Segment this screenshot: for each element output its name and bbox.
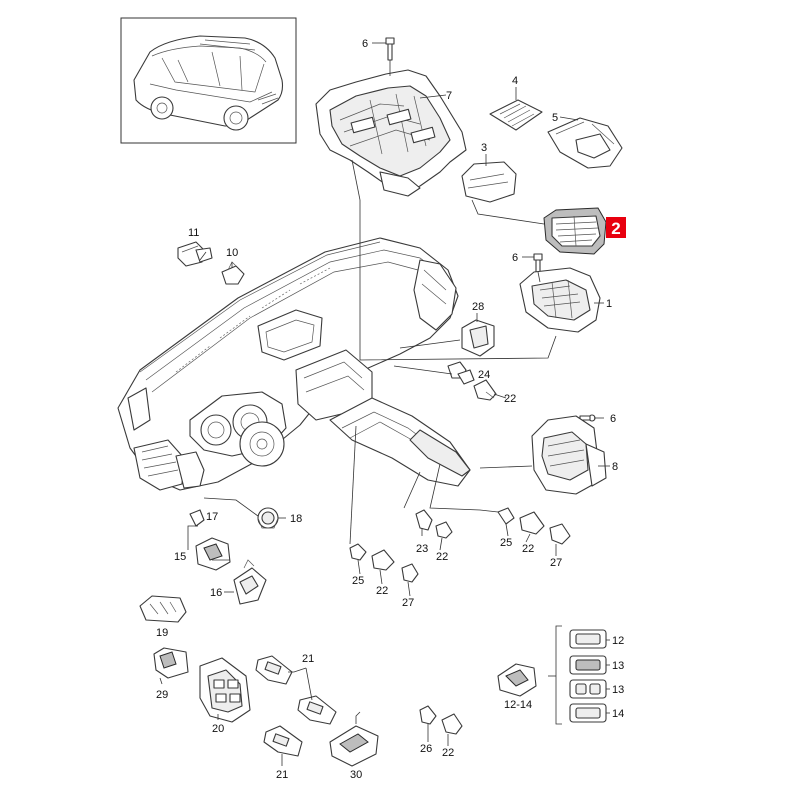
part-13-switch-b [569,679,607,699]
part-18-knob [257,507,279,529]
callout-labels: 6 7 4 5 3 11 10 6 1 28 24 22 6 8 17 18 1… [156,38,624,781]
part-22-bulb-d [519,511,545,535]
part-2-vent [543,207,607,255]
vehicle-thumbnail [120,17,297,144]
part-25-holder-b [497,507,515,525]
part-8-rear-vent [531,415,607,495]
callout-11: 11 [188,227,199,239]
callout-18: 18 [290,513,302,525]
part-1-vent-housing [519,267,601,333]
part-4-mat [489,99,543,131]
callout-8: 8 [612,461,618,473]
callout-22-a: 22 [504,393,516,405]
callout-23: 23 [416,543,428,555]
part-26-holder [419,705,437,725]
callout-6-right: 6 [610,413,616,425]
callout-30: 30 [350,769,362,781]
callout-22-c: 22 [376,585,388,597]
switch-bracket [548,625,562,725]
part-16-bracket [233,559,267,605]
callout-15: 15 [174,551,186,563]
callout-20: 20 [212,723,224,735]
callout-21-a: 21 [302,653,314,665]
part-17-clip [189,509,205,527]
callout-3: 3 [481,142,487,154]
callout-25-b: 25 [500,537,512,549]
callout-27-a: 27 [402,597,414,609]
callout-10: 10 [226,247,238,259]
part-27-bulb-b [549,523,571,545]
part-30-switch [329,725,379,767]
highlight-label: 2 [611,219,620,238]
callout-1: 1 [606,298,612,310]
leader-lines [159,42,610,766]
part-22-bulb-b [435,521,453,539]
part-24-bulb-holder [447,361,475,385]
callout-22-b: 22 [436,551,448,563]
part-14-switch [569,703,607,723]
callout-17: 17 [206,511,218,523]
part-6-screw-mid [533,253,543,273]
part-15-switch [195,537,231,571]
dashboard-assembly [117,237,471,491]
callout-28: 28 [472,301,484,313]
part-5-bracket [547,117,623,169]
part-27-bulb-a [401,563,419,583]
callout-21-b: 21 [276,769,288,781]
callout-12: 12 [612,635,624,647]
part-20-window-switch-panel [199,657,251,723]
callout-24: 24 [478,369,490,381]
part-22-bulb-c [371,549,395,571]
callout-14: 14 [612,708,624,720]
part-29-switch [153,647,189,679]
part-12-14-switch-assembly [497,663,537,697]
callout-6: 6 [362,38,368,50]
callout-6-mid: 6 [512,252,518,264]
part-25-holder-a [349,543,367,561]
part-10-button [221,261,245,285]
part-6-screw-top [385,37,395,61]
callout-19: 19 [156,627,168,639]
part-12-switch [569,629,607,649]
part-23-holder [415,509,433,531]
callout-13-a: 13 [612,660,624,672]
part-28-switch [461,319,495,357]
highlight-badge: 2 [606,217,626,238]
callout-25-a: 25 [352,575,364,587]
part-21-switch-c [263,725,303,757]
callout-7: 7 [446,90,452,102]
part-13-switch-a [569,655,607,675]
part-7-console-trim [315,69,467,197]
callout-4: 4 [512,75,518,87]
part-3-cover [461,161,517,203]
callout-5: 5 [552,112,558,124]
part-21-switch-a [255,655,293,685]
part-19-panel [139,595,187,623]
part-21-switch-b [297,695,337,725]
part-11-sensor [177,241,213,267]
callout-29: 29 [156,689,168,701]
callout-16: 16 [210,587,222,599]
callout-26: 26 [420,743,432,755]
callout-22-d: 22 [522,543,534,555]
callout-22-e: 22 [442,747,454,759]
callout-27-b: 27 [550,557,562,569]
callout-12-14: 12-14 [504,699,532,711]
part-22-bulb-a [473,379,497,401]
callout-13-b: 13 [612,684,624,696]
part-22-bulb-e [441,713,463,735]
